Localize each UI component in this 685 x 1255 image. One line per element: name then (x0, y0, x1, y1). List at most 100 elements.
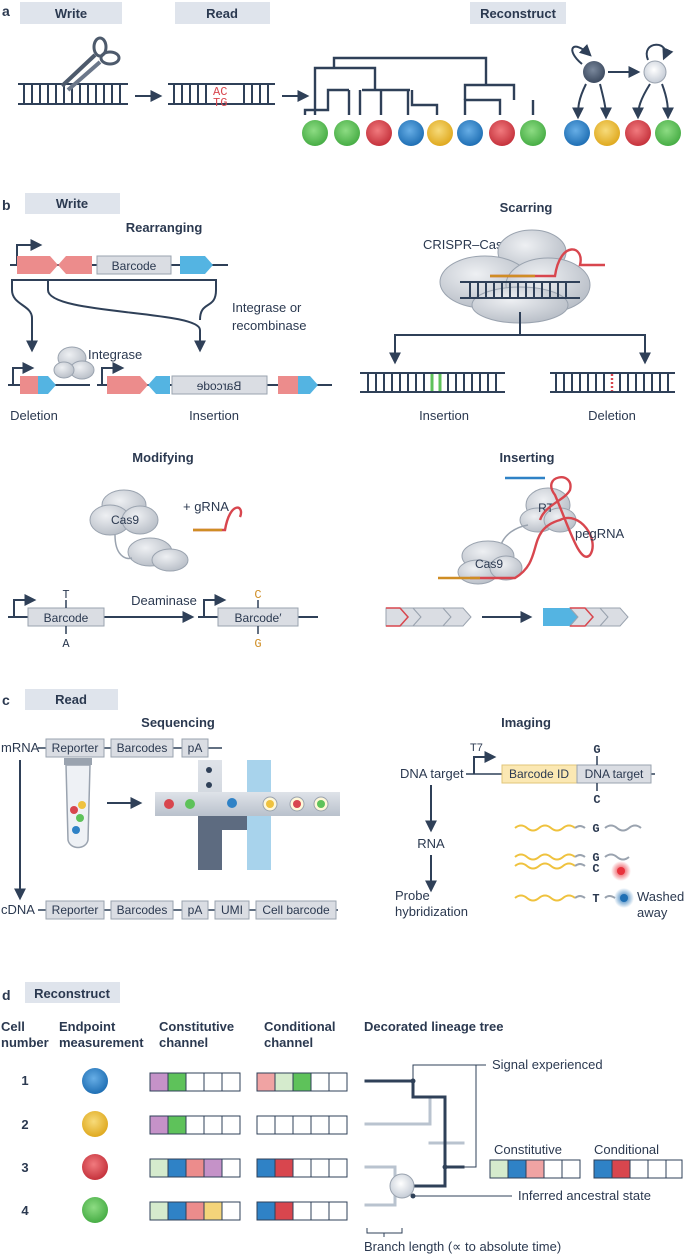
svg-text:Conditional: Conditional (264, 1019, 336, 1034)
barcode-flipped: Barcode (196, 379, 241, 393)
legend-conditional-boxes (593, 1159, 683, 1179)
lineage-tree-a (303, 56, 535, 115)
integrase-icon (53, 346, 95, 380)
scarring-title: Scarring (500, 200, 553, 215)
site-red-1 (17, 256, 58, 274)
panel-d-letter: d (2, 987, 11, 1003)
panel-c-header: Read (55, 692, 87, 707)
conditional-row-1 (256, 1072, 348, 1092)
ancestral-label: Inferred ancestral state (518, 1188, 651, 1203)
cas9-modifying-label: Cas9 (111, 513, 139, 527)
panel-b-letter: b (2, 197, 11, 213)
dna-scar-insertion (360, 372, 505, 393)
site-red-2 (58, 256, 92, 274)
washed-label: Washed (637, 889, 684, 904)
away-label: away (637, 905, 668, 920)
tube-icon (64, 758, 92, 849)
c-bottom-base: C (593, 793, 600, 807)
read-bottom-bases: TG (213, 96, 227, 110)
svg-text:Barcodes: Barcodes (117, 903, 168, 917)
inserting-title: Inserting (500, 450, 555, 465)
conditional-row-3 (256, 1158, 348, 1178)
pegrna-label: pegRNA (575, 526, 624, 541)
svg-text:Decorated lineage tree: Decorated lineage tree (364, 1019, 503, 1034)
ancestral-node (389, 1173, 415, 1199)
endpoint-blue (82, 1068, 108, 1094)
svg-text:Barcode ID: Barcode ID (509, 767, 569, 781)
panel-c-letter: c (2, 692, 10, 708)
dna-scar-deletion (550, 372, 675, 393)
svg-text:UMI: UMI (221, 903, 243, 917)
leaf-red (489, 120, 515, 146)
endpoint-yellow (82, 1111, 108, 1137)
write-pill (20, 2, 122, 24)
svg-text:Endpoint: Endpoint (59, 1019, 116, 1034)
grna-icon (193, 506, 243, 532)
branch-length-label: Branch length (∝ to absolute time) (364, 1239, 561, 1254)
conditional-row-2 (256, 1115, 348, 1135)
dna-read (168, 83, 275, 105)
cdna-label: cDNA (1, 902, 35, 917)
microfluidic-chip (155, 760, 340, 870)
svg-text:DNA target: DNA target (585, 767, 644, 781)
read-top-bases: AC (213, 85, 227, 99)
cell-number-2: 2 (21, 1117, 28, 1132)
leaf-blue (398, 120, 424, 146)
constitutive-row-2 (149, 1115, 241, 1135)
read-pill (175, 2, 270, 24)
svg-text:Barcodes: Barcodes (117, 741, 168, 755)
panel-d-header: Reconstruct (34, 986, 111, 1001)
leaf-blue (457, 120, 483, 146)
leaf-green (520, 120, 546, 146)
reconstruct-pill (470, 2, 566, 24)
svg-text:channel: channel (264, 1035, 313, 1050)
svg-text:Cell barcode: Cell barcode (262, 903, 330, 917)
integrase-label: Integrase (88, 347, 142, 362)
constitutive-row-4 (149, 1201, 241, 1221)
barcode-box (96, 255, 172, 275)
svg-text:Cell: Cell (1, 1019, 25, 1034)
panel-d: d Reconstruct Cell number Endpoint measu… (1, 982, 683, 1254)
cell-number-3: 3 (21, 1160, 28, 1175)
rearranging-title: Rearranging (126, 220, 203, 235)
svg-text:number: number (1, 1035, 49, 1050)
deaminase-label: Deaminase (131, 593, 197, 608)
g-top-base: G (593, 743, 600, 757)
svg-text:pA: pA (188, 903, 203, 917)
svg-text:measurement: measurement (59, 1035, 144, 1050)
legend-constitutive: Constitutive (494, 1142, 562, 1157)
insertion-label: Insertion (189, 408, 239, 423)
svg-text:Barcode′: Barcode′ (235, 611, 283, 625)
grna-label: + gRNA (183, 499, 229, 514)
rna-label: RNA (417, 836, 445, 851)
legend-constitutive-boxes (489, 1159, 581, 1179)
svg-text:Reporter: Reporter (52, 741, 99, 755)
decorated-tree (364, 1079, 465, 1207)
endpoint-red (82, 1154, 108, 1180)
panel-b: b Write Rearranging Barcode Integrase or… (2, 193, 675, 651)
a-base: A (62, 637, 70, 651)
svg-text:Constitutive: Constitutive (159, 1019, 234, 1034)
integrase-or-label: Integrase or (232, 300, 302, 315)
svg-text:pA: pA (188, 741, 203, 755)
imaging-strands (514, 824, 642, 902)
panel-d-header-pill (25, 982, 120, 1003)
write-label: Write (55, 6, 87, 21)
reconstruct-label: Reconstruct (480, 6, 557, 21)
img-t3: T (592, 892, 599, 906)
img-c2: C (592, 862, 599, 876)
constitutive-row-3 (149, 1158, 241, 1178)
svg-text:channel: channel (159, 1035, 208, 1050)
leaf-yellow (427, 120, 453, 146)
endpoint-green (82, 1197, 108, 1223)
probe-label: Probe (395, 888, 430, 903)
t-base: T (62, 588, 69, 602)
scar-deletion-label: Deletion (588, 408, 636, 423)
imaging-title: Imaging (501, 715, 551, 730)
site-blue (180, 256, 213, 274)
grna-scarring (490, 248, 605, 278)
svg-text:Reporter: Reporter (52, 903, 99, 917)
panel-b-header: Write (56, 196, 88, 211)
read-label: Read (206, 6, 238, 21)
